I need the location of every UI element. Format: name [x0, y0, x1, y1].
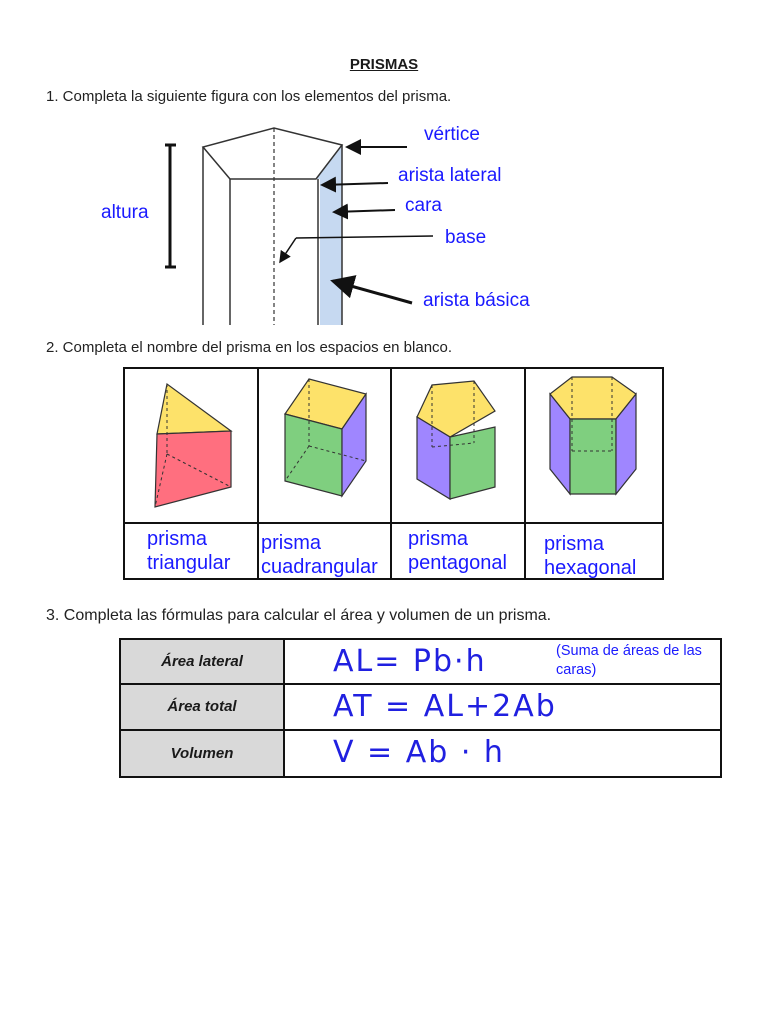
page-title: PRISMAS [349, 56, 419, 73]
prism-names-table: prisma triangular prisma cuadrangular pr… [123, 367, 664, 580]
instruction-3: 3. Completa las fórmulas para calcular e… [46, 607, 552, 624]
label-altura: altura [101, 202, 149, 223]
prism-image-cuadrangular [259, 369, 392, 524]
prism-image-pentagonal [392, 369, 526, 524]
label-vertice: vértice [424, 124, 480, 145]
prism-name-line1: prisma [261, 532, 322, 554]
instruction-1: 1. Completa la siguiente figura con los … [46, 88, 452, 105]
label-cara: cara [405, 195, 442, 216]
label-base: base [445, 227, 487, 248]
formula-cell-volumen: V = Ab · h [285, 731, 720, 776]
prism-name-line2: cuadrangular [261, 556, 378, 578]
row-label-volumen: Volumen [121, 730, 285, 776]
row-label-area-total: Área total [121, 685, 285, 731]
prism-name-cell-4: prisma hexagonal [526, 524, 662, 580]
formula-area-lateral: AL= Pb·h [333, 644, 487, 679]
label-arista-basica: arista básica [423, 290, 530, 311]
formula-cell-area-total: AT = AL+2Ab [285, 685, 720, 731]
prism-name-line2: hexagonal [544, 557, 637, 579]
prism-name-cell-3: prisma pentagonal [392, 524, 526, 580]
prism-name-line1: prisma [147, 528, 208, 550]
prism-name-line2: triangular [147, 552, 231, 574]
note-area-lateral: (Suma de áreas de las caras) [556, 643, 702, 678]
label-arista-lateral: arista lateral [398, 165, 502, 186]
prism-elements-diagram [165, 127, 434, 325]
formula-table: Área lateral AL= Pb·h (Suma de áreas de … [119, 638, 722, 778]
row-label-area-lateral: Área lateral [121, 640, 285, 686]
prism-image-hexagonal [526, 369, 662, 524]
formula-volumen: V = Ab · h [333, 734, 505, 770]
prism-name-line1: prisma [408, 528, 469, 550]
prism-image-triangular [125, 369, 259, 524]
prism-name-line1: prisma [544, 533, 605, 555]
instruction-2: 2. Completa el nombre del prisma en los … [46, 339, 453, 356]
prism-name-cell-2: prisma cuadrangular [259, 524, 392, 580]
prism-name-line2: pentagonal [408, 552, 507, 574]
formula-cell-area-lateral: AL= Pb·h (Suma de áreas de las caras) [285, 640, 720, 686]
prism-name-cell-1: prisma triangular [125, 524, 259, 580]
formula-area-total: AT = AL+2Ab [333, 689, 557, 725]
